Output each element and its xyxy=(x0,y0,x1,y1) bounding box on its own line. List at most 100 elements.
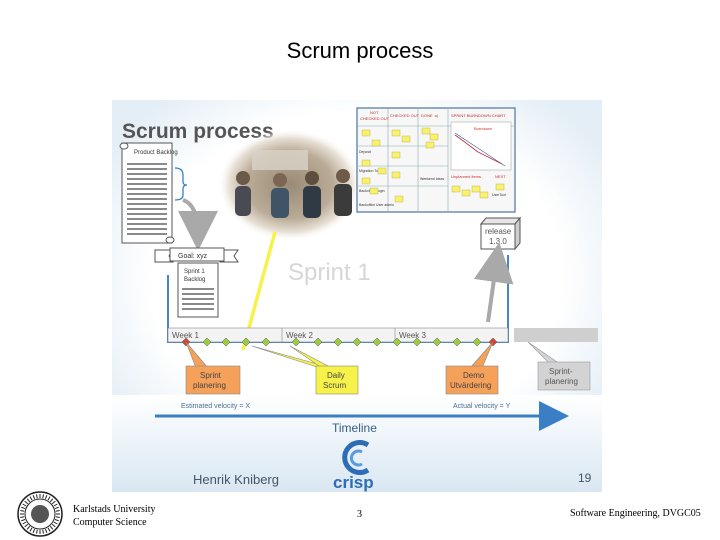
callout-next-line1: Sprint- xyxy=(549,367,573,376)
board-col1-line1: NOT xyxy=(370,110,379,115)
board-unplanned: Unplanned items xyxy=(451,174,481,179)
figure-heading: Scrum process xyxy=(122,120,274,143)
timeline-label: Timeline xyxy=(332,421,377,435)
callout-sprint-planning: Sprint planering xyxy=(185,341,241,395)
sticky-note xyxy=(451,185,461,193)
task-board: NOT CHECKED OUT CHECKED OUT DONE :o) SPR… xyxy=(356,107,516,213)
milestone-daily xyxy=(372,337,382,347)
seal-tick xyxy=(29,496,33,501)
seal-tick xyxy=(55,516,60,518)
board-foot1: Weekend Ideas xyxy=(420,177,445,181)
board-row1: Deposit xyxy=(359,150,371,154)
seal-tick xyxy=(54,506,59,509)
sticky-note xyxy=(394,195,404,203)
goal-banner-text: Goal: xyz xyxy=(178,253,208,260)
figure-number: 19 xyxy=(578,471,592,485)
week3-label: Week 3 xyxy=(399,331,427,340)
author-name: Henrik Kniberg xyxy=(193,472,279,487)
seal-tick xyxy=(32,528,35,533)
sticky-note xyxy=(377,167,387,175)
board-col2: CHECKED OUT xyxy=(390,113,420,118)
seal-tick xyxy=(53,521,58,525)
next-sprint-bar xyxy=(514,328,598,342)
milestone-daily xyxy=(202,337,212,347)
sprint-backlog-scroll: Sprint 1 Backlog xyxy=(177,262,219,318)
seal-tick xyxy=(47,527,51,532)
milestone-daily xyxy=(452,337,462,347)
board-row4: Backoffice User admin xyxy=(359,203,394,207)
seal-tick xyxy=(51,500,56,505)
seal-tick xyxy=(42,529,44,534)
board-col4: SPRINT BURNDOWN CHART xyxy=(451,113,506,118)
callout-next-line2: planering xyxy=(545,377,578,386)
seal-tick xyxy=(53,503,58,507)
brand-name: crisp xyxy=(333,473,374,492)
sticky-note xyxy=(421,127,431,135)
demo-to-release-arrow xyxy=(473,242,514,323)
milestone-daily xyxy=(432,337,442,347)
seal-tick xyxy=(42,494,44,499)
seal-tick xyxy=(26,498,31,503)
callout-daily-scrum: Daily Scrum xyxy=(251,345,359,395)
backlog-to-sprint-arrow xyxy=(177,198,218,251)
seal-tick xyxy=(45,528,48,533)
release-line1: release xyxy=(485,227,512,236)
goal-banner: Goal: xyz xyxy=(154,247,239,263)
callout-daily-line2: Scrum xyxy=(323,381,346,390)
board-row2: Migration Tool xyxy=(359,169,381,173)
board-col1-line2: CHECKED OUT xyxy=(360,116,390,121)
sticky-note xyxy=(391,129,401,137)
callout-demo-line2: Utvärdering xyxy=(450,381,491,390)
callout-demo-line1: Demo xyxy=(463,371,485,380)
board-next: NEXT xyxy=(495,174,506,179)
milestone-daily xyxy=(392,337,402,347)
seal-tick xyxy=(49,525,54,530)
sticky-note xyxy=(369,187,379,195)
seal-tick xyxy=(54,519,59,522)
estimated-velocity: Estimated velocity = X xyxy=(181,403,250,410)
seal-tick xyxy=(36,494,38,499)
sticky-note xyxy=(391,151,401,159)
team-photo xyxy=(218,129,362,241)
callout-planning-line1: Sprint xyxy=(200,371,222,380)
milestone-daily xyxy=(241,337,251,347)
seal-tick xyxy=(49,498,54,503)
milestone-daily xyxy=(221,337,231,347)
university-seal xyxy=(17,491,63,537)
callout-planning-line2: planering xyxy=(193,381,226,390)
seal-tick xyxy=(21,506,26,509)
board-burndown: Burndown xyxy=(474,126,492,131)
seal-tick xyxy=(26,525,31,530)
seal-tick xyxy=(20,510,25,512)
sticky-note xyxy=(361,129,371,137)
seal-tick xyxy=(24,523,29,528)
sticky-note xyxy=(429,133,439,141)
footer-course: Software Engineering, DVGC05 xyxy=(570,508,701,519)
footer-department: Computer Science xyxy=(73,517,147,528)
sticky-note xyxy=(479,191,489,199)
sticky-note xyxy=(425,141,435,149)
milestone-daily xyxy=(352,337,362,347)
milestone-daily xyxy=(313,337,323,347)
backlog-brace xyxy=(174,167,188,201)
footer-institution: Karlstads University Computer Science xyxy=(73,503,156,529)
seal-tick xyxy=(32,495,35,500)
sticky-note xyxy=(401,135,411,143)
callout-demo: Demo Utvärdering xyxy=(445,341,499,395)
crisp-logo xyxy=(342,440,370,475)
seal-tick xyxy=(22,503,27,507)
sticky-note xyxy=(361,159,371,167)
week1-label: Week 1 xyxy=(172,331,200,340)
milestone-daily xyxy=(261,337,271,347)
sprint-label: Sprint 1 xyxy=(288,259,371,286)
sticky-note xyxy=(371,139,381,147)
release-line2: 1.3.0 xyxy=(489,237,507,246)
release-box: release 1.3.0 xyxy=(479,216,522,251)
seal-tick xyxy=(47,496,51,501)
board-foot2: UserTool xyxy=(492,193,506,197)
week2-label: Week 2 xyxy=(286,331,314,340)
sticky-note xyxy=(461,189,471,197)
seal-tick xyxy=(51,523,56,528)
sprint-backlog-line1: Sprint 1 xyxy=(184,269,205,275)
sticky-note xyxy=(495,183,505,191)
